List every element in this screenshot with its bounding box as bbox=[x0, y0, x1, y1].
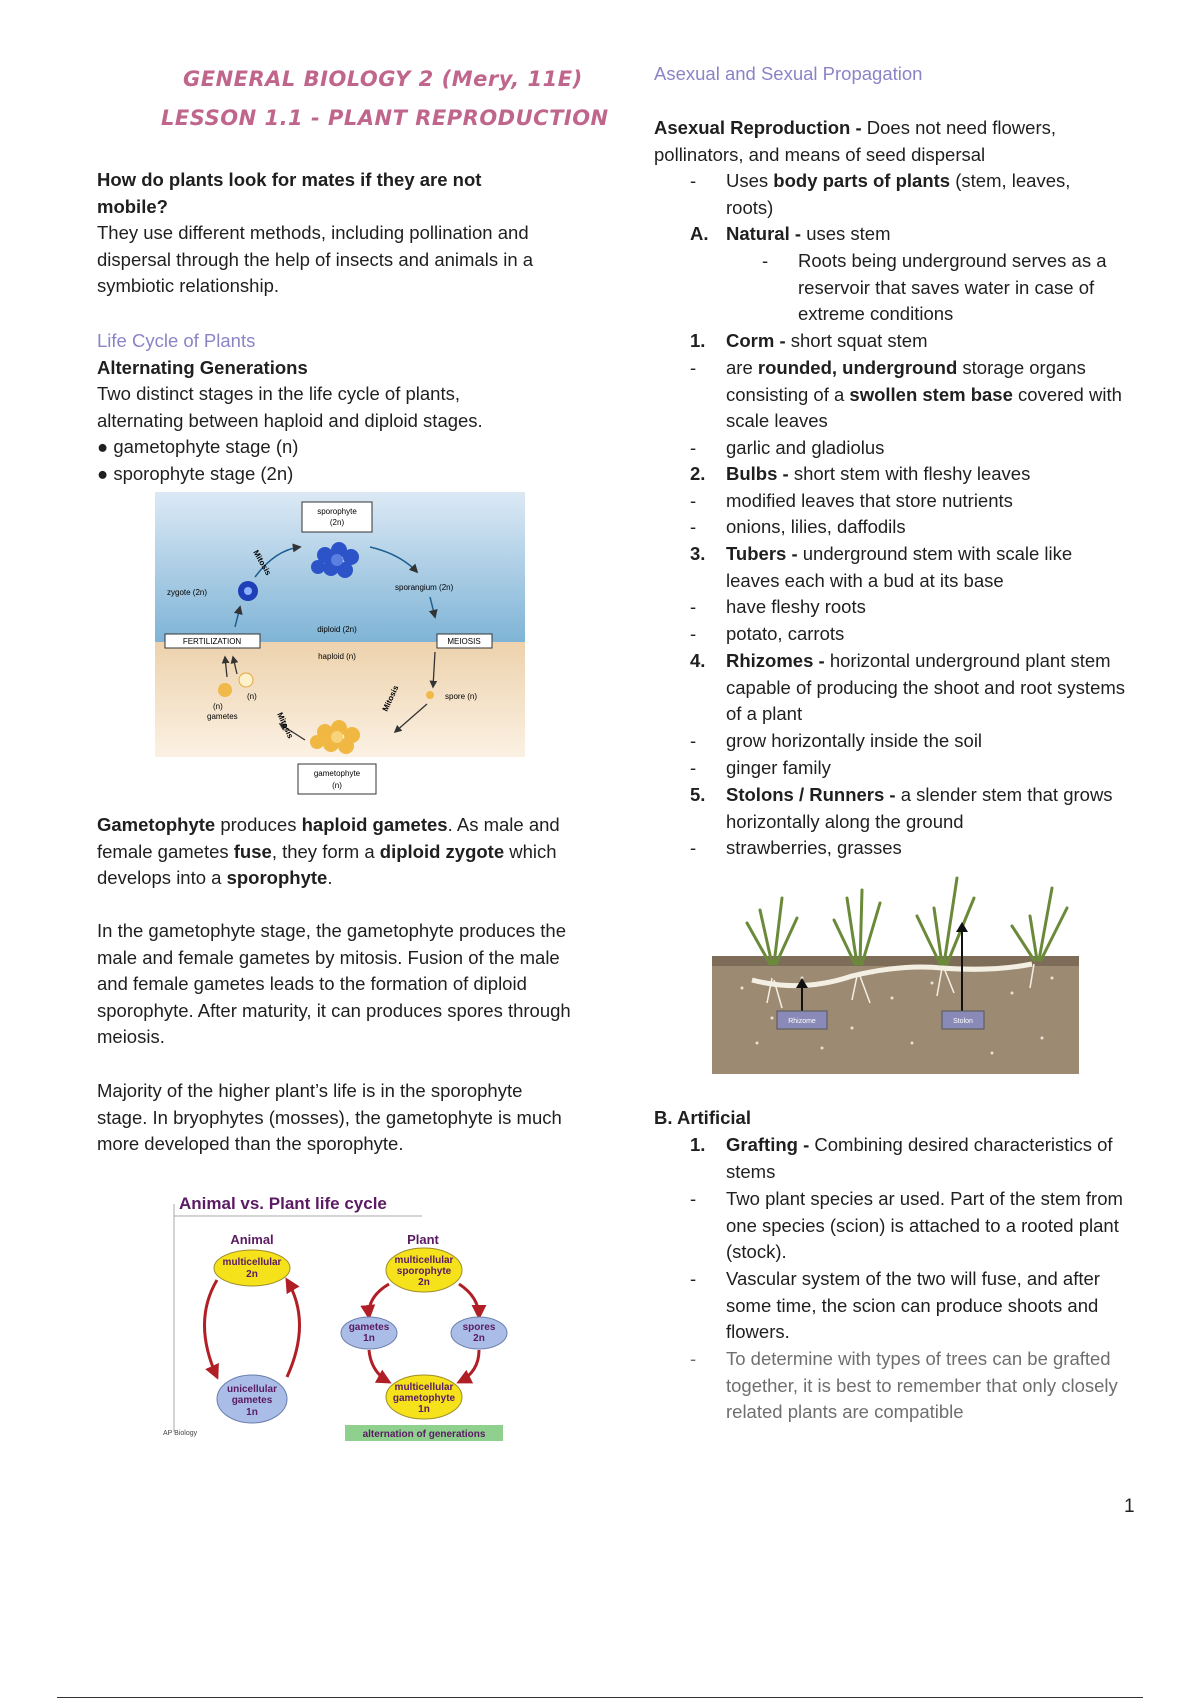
animal-bottom-line2: gametes bbox=[232, 1395, 273, 1406]
bulbs-heading: Bulbs - short stem with fleshy leaves bbox=[726, 463, 1031, 484]
animal-heading: Animal bbox=[230, 1232, 273, 1247]
label-zygote: zygote (2n) bbox=[167, 588, 207, 597]
label-n: (n) bbox=[247, 692, 257, 701]
gamete-icon-2 bbox=[238, 672, 254, 688]
animal-plant-title: Animal vs. Plant life cycle bbox=[179, 1194, 387, 1213]
plant-top-line3: 2n bbox=[418, 1277, 430, 1288]
plant-life-cycle-diagram: sporophyte (2n) zygote (2n) sporangium (… bbox=[155, 492, 525, 797]
label-fertilization: FERTILIZATION bbox=[183, 637, 242, 646]
corm-heading: Corm - short squat stem bbox=[726, 330, 928, 351]
gametophyte-cluster-icon bbox=[310, 720, 360, 754]
label-spore: spore (n) bbox=[445, 692, 477, 701]
bulbs-examples: onions, lilies, daffodils bbox=[726, 516, 906, 537]
corm-examples: garlic and gladiolus bbox=[726, 437, 885, 458]
ap-biology-credit: AP Biology bbox=[163, 1430, 198, 1437]
corm-description: are rounded, underground storage organs … bbox=[726, 357, 1122, 431]
spore-icon bbox=[426, 691, 434, 699]
bullet-sporophyte: ● sporophyte stage (2n) bbox=[97, 462, 294, 484]
label-meiosis: MEIOSIS bbox=[447, 637, 480, 646]
label-sporophyte: sporophyte bbox=[317, 507, 357, 516]
alternation-footer: alternation of generations bbox=[363, 1429, 486, 1440]
plant-top-line2: sporophyte bbox=[397, 1266, 452, 1277]
gametophyte-paragraph: Gametophyte produces haploid gametes. As… bbox=[97, 814, 560, 888]
answer-text: They use different methods, including po… bbox=[97, 222, 534, 296]
label-gametophyte-ploidy: (n) bbox=[332, 781, 342, 790]
label-rhizome: Rhizome bbox=[788, 1018, 816, 1025]
propagation-heading: Asexual and Sexual Propagation bbox=[654, 63, 923, 84]
grafting-description-1: Two plant species ar used. Part of the s… bbox=[726, 1188, 1123, 1262]
label-diploid: diploid (2n) bbox=[317, 625, 357, 634]
label-haploid: haploid (n) bbox=[318, 652, 356, 661]
plant-bottom-line1: multicellular bbox=[395, 1382, 454, 1393]
plant-right-line2: 2n bbox=[473, 1333, 485, 1344]
plant-left-line1: gametes bbox=[349, 1322, 390, 1333]
tubers-description: have fleshy roots bbox=[726, 596, 866, 617]
uses-body-parts-text: Uses body parts of plants (stem, leaves,… bbox=[726, 170, 1071, 218]
stolons-heading: Stolons / Runners - a slender stem that … bbox=[726, 784, 1113, 832]
bullet-gametophyte: ● gametophyte stage (n) bbox=[97, 436, 299, 457]
gamete-icon bbox=[218, 683, 232, 697]
stolons-examples: strawberries, grasses bbox=[726, 837, 902, 858]
gametophyte-stage-paragraph: In the gametophyte stage, the gametophyt… bbox=[97, 920, 571, 1047]
question-heading: How do plants look for mates if they are… bbox=[97, 169, 482, 217]
plant-heading: Plant bbox=[407, 1232, 439, 1247]
bulbs-description: modified leaves that store nutrients bbox=[726, 490, 1013, 511]
artificial-heading: B. Artificial bbox=[654, 1107, 751, 1128]
alternating-text: Two distinct stages in the life cycle of… bbox=[97, 383, 483, 431]
label-stolon: Stolon bbox=[953, 1018, 973, 1025]
label-gametes: gametes bbox=[207, 712, 238, 721]
animal-top-line2: 2n bbox=[246, 1269, 258, 1280]
animal-bottom-line1: unicellular bbox=[227, 1384, 277, 1395]
plant-right-line1: spores bbox=[463, 1322, 496, 1333]
asexual-reproduction-text: Asexual Reproduction - Does not need flo… bbox=[654, 117, 1056, 165]
animal-top-line1: multicellular bbox=[223, 1257, 282, 1268]
plant-bottom-line2: gametophyte bbox=[393, 1393, 456, 1404]
animal-vs-plant-diagram: Animal vs. Plant life cycle Animal Plant… bbox=[163, 1194, 508, 1441]
grafting-description-2: Vascular system of the two will fuse, an… bbox=[726, 1268, 1100, 1342]
tubers-examples: potato, carrots bbox=[726, 623, 845, 644]
rhizomes-description: grow horizontally inside the soil bbox=[726, 730, 983, 751]
left-intro: How do plants look for mates if they are… bbox=[97, 167, 597, 300]
label-gametophyte: gametophyte bbox=[314, 769, 361, 778]
grafting-heading: Grafting - Combining desired characteris… bbox=[726, 1134, 1113, 1182]
plant-top-line1: multicellular bbox=[395, 1255, 454, 1266]
roots-text: Roots being underground serves as a rese… bbox=[798, 250, 1107, 324]
doc-title-line-2: LESSON 1.1 - PLANT REPRODUCTION bbox=[161, 106, 609, 130]
doc-title-line-1: GENERAL BIOLOGY 2 (Mery, 11E) bbox=[183, 67, 583, 91]
alternating-generations-heading: Alternating Generations bbox=[97, 356, 308, 378]
label-gametes-n: (n) bbox=[213, 702, 223, 711]
grafting-description-3: To determine with types of trees can be … bbox=[726, 1348, 1118, 1422]
plant-bottom-line3: 1n bbox=[418, 1404, 430, 1415]
footer-divider bbox=[57, 1697, 1143, 1698]
label-sporophyte-ploidy: (2n) bbox=[330, 518, 345, 527]
rhizome-stolon-illustration: Rhizome Stolon bbox=[712, 876, 1079, 1074]
animal-bottom-line3: 1n bbox=[246, 1407, 258, 1418]
sporophyte-majority-paragraph: Majority of the higher plant’s life is i… bbox=[97, 1080, 562, 1154]
label-sporangium: sporangium (2n) bbox=[395, 583, 454, 592]
life-cycle-section: Life Cycle of Plants Alternating Generat… bbox=[97, 328, 597, 487]
rhizomes-heading: Rhizomes - horizontal underground plant … bbox=[726, 650, 1126, 724]
tubers-heading: Tubers - underground stem with scale lik… bbox=[726, 543, 1073, 591]
natural-heading: Natural - uses stem bbox=[726, 223, 891, 244]
life-cycle-heading: Life Cycle of Plants bbox=[97, 330, 256, 351]
rhizomes-examples: ginger family bbox=[726, 757, 831, 778]
sporophyte-cluster-icon bbox=[311, 542, 359, 578]
plant-left-line2: 1n bbox=[363, 1333, 375, 1344]
page-number: 1 bbox=[1124, 1496, 1135, 1517]
